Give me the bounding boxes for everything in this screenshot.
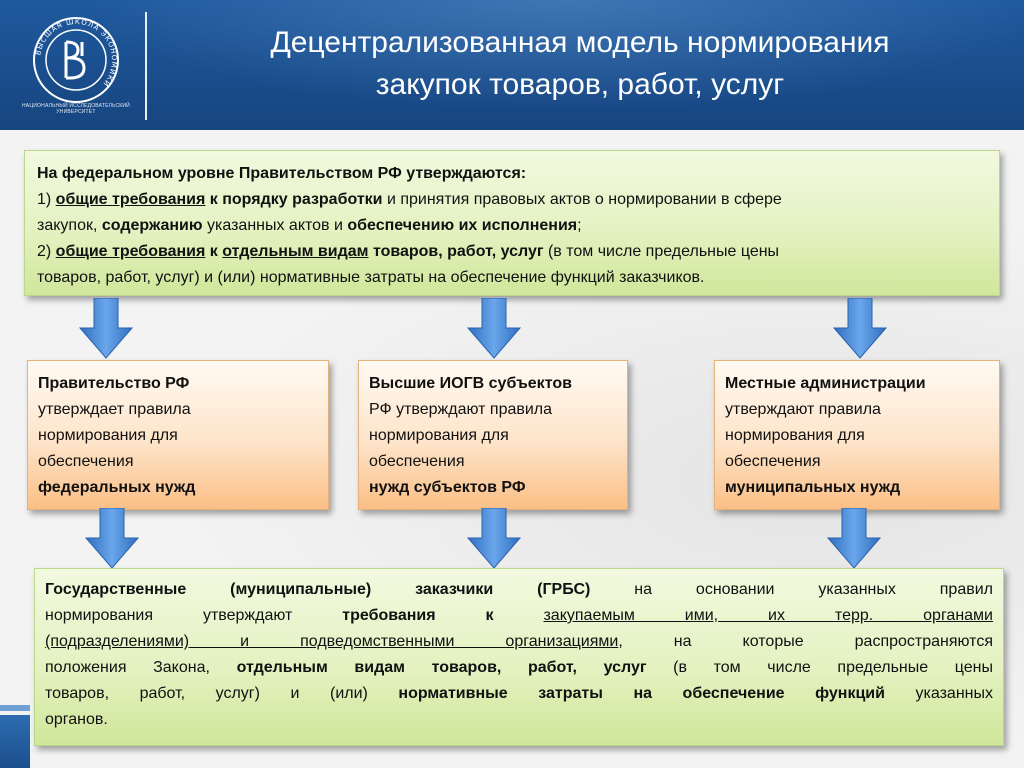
slide-header: ВЫСШАЯ ШКОЛА ЭКОНОМИКИ НАЦИОНАЛЬНЫЙ ИССЛ…: [0, 0, 1024, 130]
customers-line-3: (подразделениями) и подведомственными ор…: [45, 633, 993, 650]
federal-government-box: Правительство РФ утверждает правила норм…: [27, 360, 329, 510]
local-administrations-box: Местные администрации утверждают правила…: [714, 360, 1000, 510]
customers-line-2: нормирования утверждают требования к зак…: [45, 607, 993, 624]
federal-level-box: На федеральном уровне Правительством РФ …: [24, 150, 1000, 296]
box-emphasis: федеральных нужд: [38, 479, 196, 496]
slide-title: Децентрализованная модель нормирования з…: [150, 22, 1010, 106]
university-logo-icon: ВЫСШАЯ ШКОЛА ЭКОНОМИКИ: [22, 12, 130, 124]
customers-line-6: органов.: [45, 711, 108, 728]
customers-line-1: Государственные (муниципальные) заказчик…: [45, 581, 994, 598]
box-text: нормирования для: [725, 427, 865, 444]
arrow-down-icon: [466, 298, 522, 360]
arrow-down-icon: [832, 298, 888, 360]
federal-item-2: 2) общие требования к отдельным видам то…: [37, 243, 780, 260]
federal-item-2-cont: товаров, работ, услуг) и (или) нормативн…: [37, 269, 705, 286]
federal-item-1-cont: закупок, содержанию указанных актов и об…: [37, 217, 582, 234]
box-emphasis: нужд субъектов РФ: [369, 479, 526, 496]
box-text: обеспечения: [725, 453, 821, 470]
box-text: обеспечения: [369, 453, 465, 470]
regional-authorities-box: Высшие ИОГВ субъектов РФ утверждают прав…: [358, 360, 628, 510]
arrow-down-icon: [826, 508, 882, 570]
title-line-2: закупок товаров, работ, услуг: [375, 68, 785, 101]
box-text: РФ утверждают правила: [369, 401, 553, 418]
header-glow: [0, 0, 1024, 130]
customers-line-5: товаров, работ, услуг) и (или) нормативн…: [45, 685, 993, 702]
box-text: утверждают правила: [725, 401, 881, 418]
box-text: нормирования для: [38, 427, 178, 444]
box-text: обеспечения: [38, 453, 134, 470]
left-accent-bar: [0, 715, 30, 768]
box-text: утверждает правила: [38, 401, 191, 418]
box-text: нормирования для: [369, 427, 509, 444]
federal-heading: На федеральном уровне Правительством РФ …: [37, 165, 527, 182]
customers-line-4: положения Закона, отдельным видам товаро…: [45, 659, 993, 676]
federal-item-1: 1) общие требования к порядку разработки…: [37, 191, 782, 208]
title-line-1: Децентрализованная модель нормирования: [270, 26, 890, 59]
arrow-down-icon: [78, 298, 134, 360]
box-title: Высшие ИОГВ субъектов: [369, 375, 572, 392]
arrow-down-icon: [466, 508, 522, 570]
left-accent-light: [0, 705, 30, 711]
box-emphasis: муниципальных нужд: [725, 479, 901, 496]
arrow-down-icon: [84, 508, 140, 570]
customers-box: Государственные (муниципальные) заказчик…: [34, 568, 1004, 746]
header-separator: [145, 12, 147, 120]
box-title: Правительство РФ: [38, 375, 190, 392]
box-title: Местные администрации: [725, 375, 926, 392]
logo-caption: НАЦИОНАЛЬНЫЙ ИССЛЕДОВАТЕЛЬСКИЙ УНИВЕРСИТ…: [22, 103, 130, 115]
